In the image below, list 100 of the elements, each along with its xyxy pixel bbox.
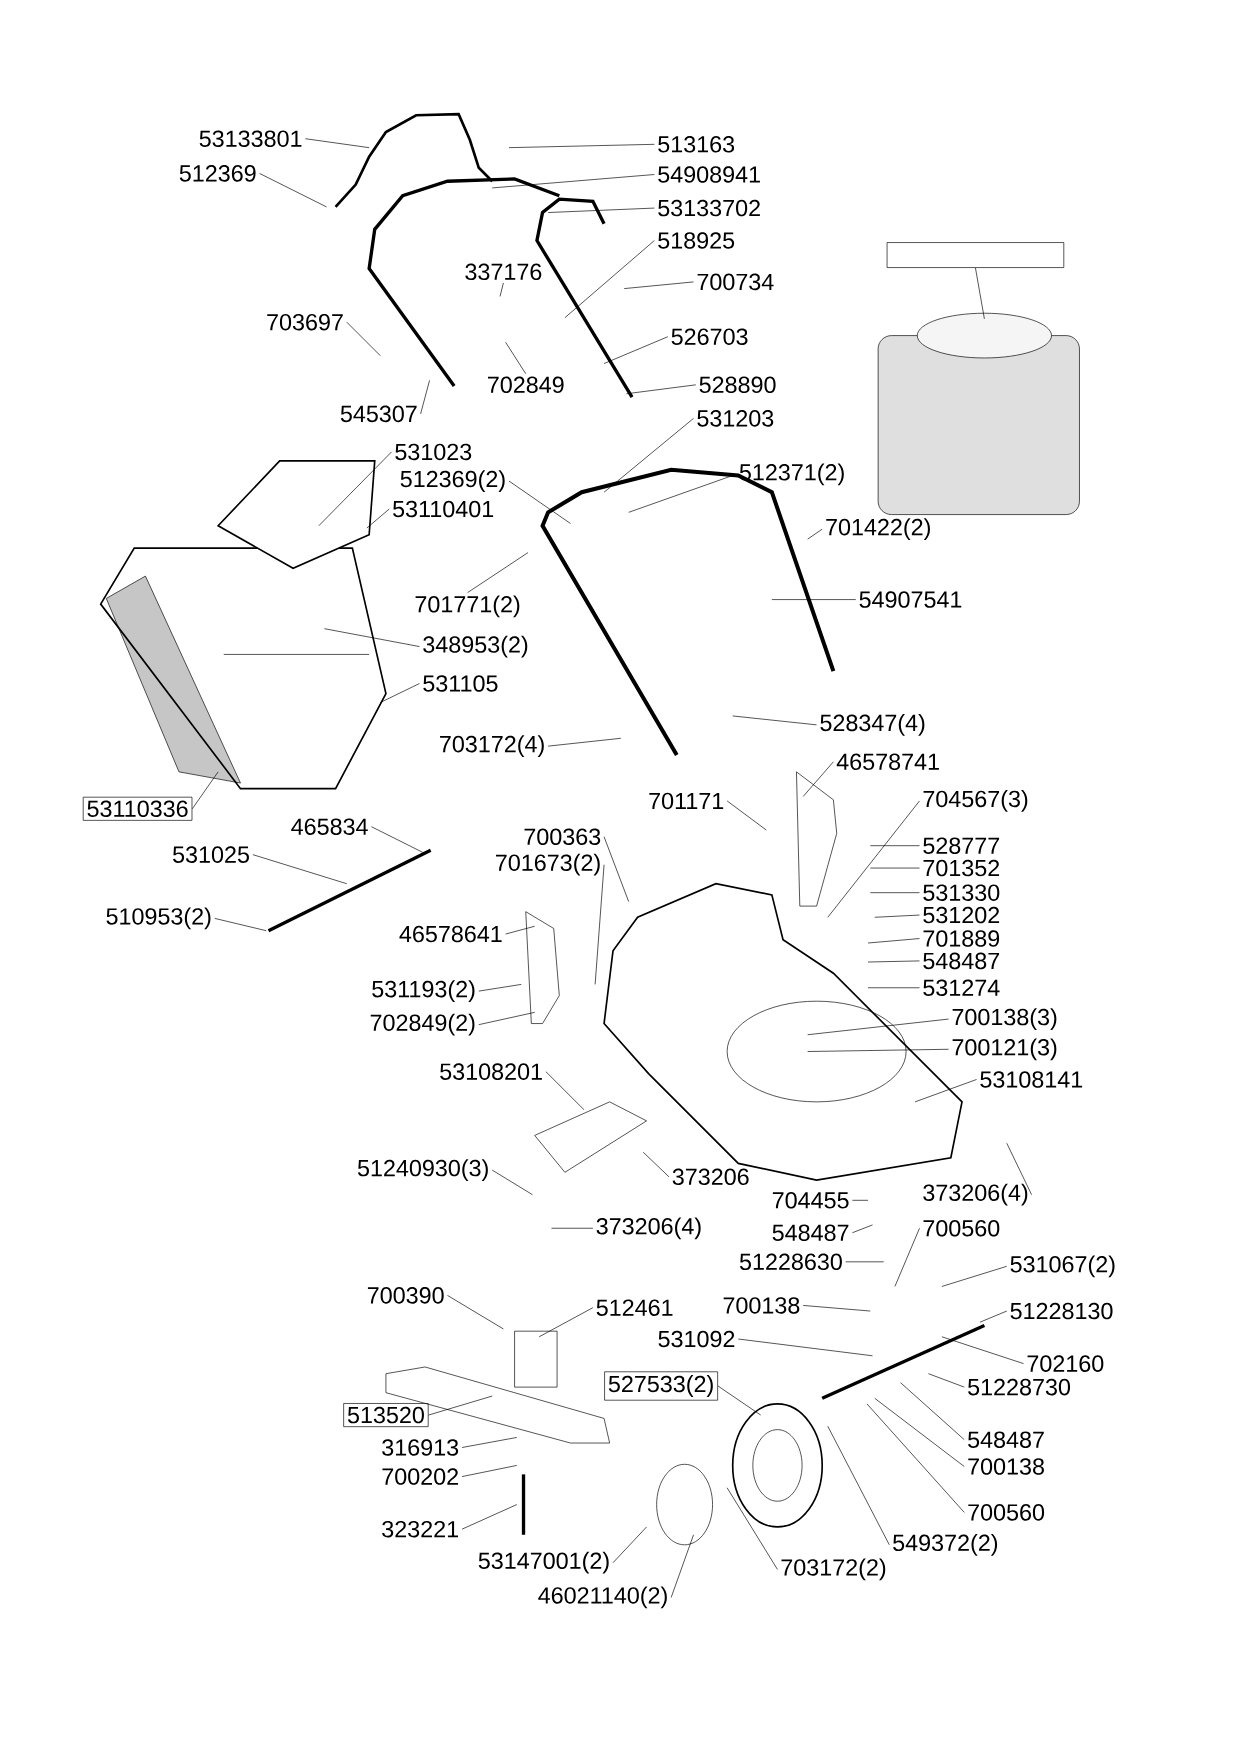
leader-line bbox=[551, 1227, 594, 1229]
leader-line bbox=[564, 240, 655, 319]
part-number-box: 53110336 bbox=[83, 796, 193, 821]
leader-line bbox=[870, 867, 921, 869]
part-number: 703172(2) bbox=[781, 1558, 886, 1581]
part-number: 548487 bbox=[968, 1431, 1045, 1448]
part-number: 528890 bbox=[699, 376, 776, 394]
leader-line bbox=[371, 826, 424, 853]
part-number: 703172(4) bbox=[440, 735, 545, 757]
part-number: 700390 bbox=[368, 1287, 444, 1304]
part-number: 701889 bbox=[923, 930, 1000, 947]
leader-line bbox=[870, 892, 921, 893]
leader-line bbox=[539, 1307, 594, 1338]
leader-line bbox=[595, 864, 605, 985]
leader-line bbox=[420, 380, 431, 415]
part-number: 316913 bbox=[382, 1439, 459, 1456]
leader-line bbox=[467, 552, 529, 593]
leader-line bbox=[727, 800, 767, 831]
part-number: 373206 bbox=[672, 1168, 749, 1186]
leader-line bbox=[461, 1437, 518, 1448]
part-number: 531202 bbox=[923, 906, 1000, 924]
part-number: 704567(3) bbox=[923, 790, 1028, 812]
part-number: 348953(2) bbox=[423, 635, 528, 658]
part-number: 701171 bbox=[649, 792, 724, 810]
part-number: 531203 bbox=[697, 410, 774, 427]
leader-line bbox=[979, 1310, 1008, 1323]
leader-line bbox=[252, 854, 348, 885]
part-number: 531067(2) bbox=[1010, 1255, 1115, 1278]
part-number: 53108201 bbox=[440, 1063, 543, 1080]
leader-line bbox=[508, 480, 572, 524]
part-number: 700560 bbox=[968, 1504, 1045, 1521]
part-number: 701352 bbox=[923, 859, 1000, 877]
leader-line bbox=[671, 1534, 695, 1598]
part-number: 518925 bbox=[658, 232, 735, 249]
part-number: 528347(4) bbox=[820, 714, 925, 736]
leader-line bbox=[461, 1465, 518, 1477]
part-number: 701771(2) bbox=[415, 595, 520, 618]
part-number: 702160 bbox=[1027, 1355, 1104, 1372]
part-number: 531025 bbox=[173, 846, 250, 863]
part-number: 531023 bbox=[395, 443, 472, 461]
part-number: 700560 bbox=[923, 1220, 1000, 1237]
leader-line bbox=[305, 138, 370, 148]
leader-line bbox=[324, 628, 421, 647]
leader-line bbox=[867, 938, 921, 944]
leader-line bbox=[461, 1504, 518, 1530]
leader-line bbox=[380, 683, 421, 703]
part-number: 46578741 bbox=[836, 753, 940, 771]
leader-line bbox=[478, 984, 522, 992]
part-number: 512461 bbox=[596, 1299, 673, 1316]
part-number: 700138(3) bbox=[952, 1008, 1057, 1030]
part-number: 513163 bbox=[658, 136, 735, 153]
part-number: 531092 bbox=[658, 1330, 735, 1348]
leader-line bbox=[1006, 1142, 1033, 1196]
leader-line bbox=[346, 321, 381, 357]
part-number: 702849 bbox=[488, 376, 564, 394]
part-number-box: 527533(2) bbox=[604, 1371, 719, 1401]
leader-line bbox=[603, 336, 669, 364]
leader-line bbox=[624, 281, 695, 289]
leader-line bbox=[866, 1403, 965, 1513]
part-number: 545307 bbox=[341, 405, 417, 423]
leader-line bbox=[428, 1395, 493, 1416]
part-number: 531193(2) bbox=[372, 980, 475, 1002]
leader-line bbox=[717, 1385, 762, 1416]
leader-line bbox=[914, 1079, 978, 1103]
leader-line bbox=[738, 1338, 874, 1357]
part-number: 46578641 bbox=[399, 925, 502, 943]
leader-line bbox=[727, 1487, 778, 1570]
part-number: 465834 bbox=[291, 818, 369, 835]
leader-line bbox=[643, 1151, 670, 1178]
part-number: 51228130 bbox=[1010, 1302, 1113, 1320]
part-number: 531330 bbox=[923, 884, 1000, 901]
part-number: 700138 bbox=[723, 1297, 800, 1314]
part-number-box: 513520 bbox=[343, 1403, 429, 1427]
leader-line bbox=[827, 1425, 890, 1546]
leader-line bbox=[214, 918, 267, 932]
leader-line bbox=[928, 1373, 965, 1388]
part-number: 701673(2) bbox=[496, 853, 600, 876]
part-number: 54908941 bbox=[658, 166, 761, 183]
part-number: 549372(2) bbox=[893, 1533, 998, 1556]
part-number: 512369 bbox=[179, 165, 256, 182]
part-number: 702849(2) bbox=[370, 1013, 475, 1036]
part-number: 323221 bbox=[382, 1520, 459, 1538]
leader-line bbox=[603, 836, 630, 902]
part-number: 51228730 bbox=[968, 1378, 1071, 1396]
leader-line bbox=[447, 1295, 504, 1330]
leader-line bbox=[867, 960, 921, 963]
leader-line bbox=[505, 341, 527, 375]
part-number: 53110401 bbox=[393, 500, 494, 518]
leader-line bbox=[548, 737, 622, 747]
leader-line bbox=[807, 1048, 950, 1052]
leader-line bbox=[975, 267, 985, 320]
leader-line bbox=[545, 1071, 585, 1110]
leader-line bbox=[318, 451, 393, 527]
leader-line bbox=[852, 1199, 869, 1201]
leader-line bbox=[941, 1265, 1008, 1287]
part-number: 700202 bbox=[382, 1468, 459, 1485]
part-number: 704455 bbox=[773, 1192, 849, 1209]
part-number: 700734 bbox=[697, 273, 774, 291]
leader-line bbox=[492, 174, 655, 189]
leader-line bbox=[807, 528, 823, 540]
